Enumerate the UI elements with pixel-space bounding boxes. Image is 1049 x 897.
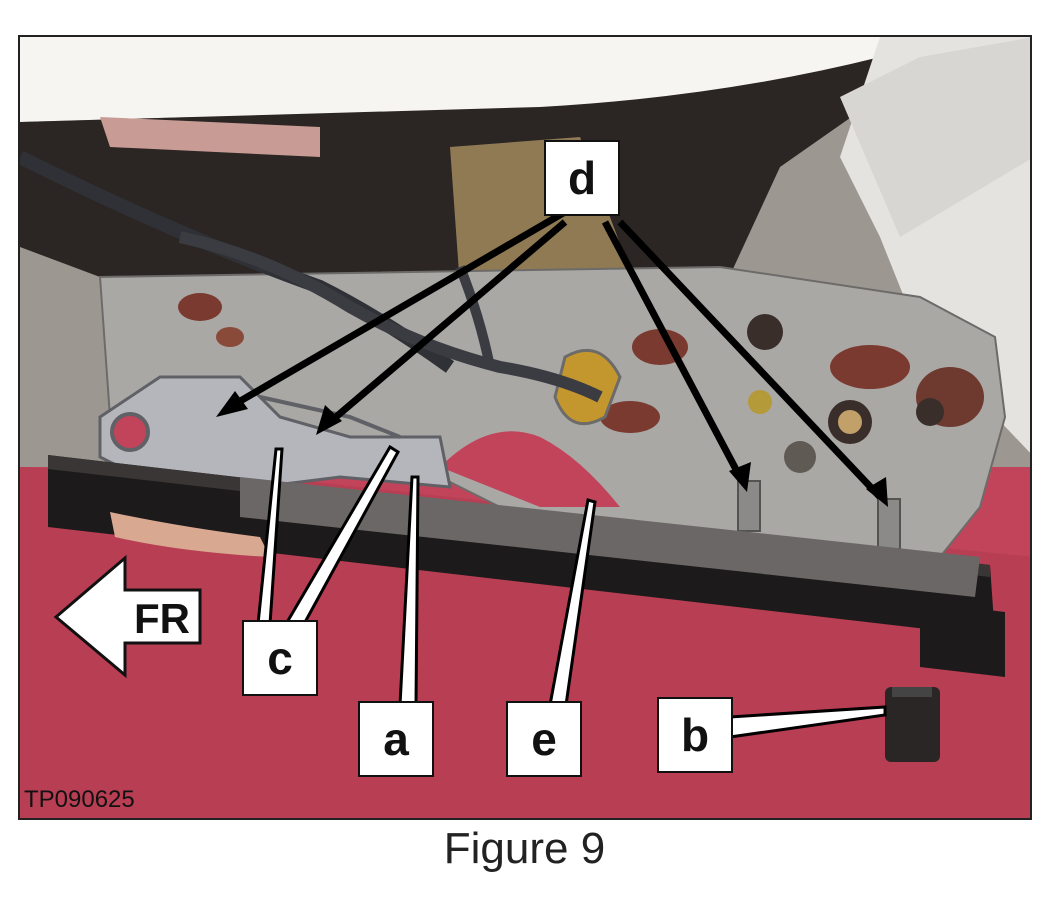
callout-d-arrowheads [216,391,888,507]
seat-bracket-illustration: FR [20,37,1030,818]
callout-d-arrows [228,208,883,500]
callout-d-text: d [567,152,597,204]
callout-label-e: e [506,701,582,777]
callout-c-text: c [267,632,293,684]
callout-label-b: b [657,697,733,773]
callout-b-text: b [680,709,710,761]
callout-e-text: e [531,713,557,765]
direction-label: FR [134,595,190,642]
callout-label-d: d [544,140,620,216]
callout-label-a: a [358,701,434,777]
photo-id: TP090625 [24,786,135,813]
callout-a-text: a [383,713,409,765]
callout-label-c: c [242,620,318,696]
left-arrow-icon: FR [53,554,202,679]
figure-caption: Figure 9 [443,824,606,873]
figure-photo: FR [18,35,1032,820]
